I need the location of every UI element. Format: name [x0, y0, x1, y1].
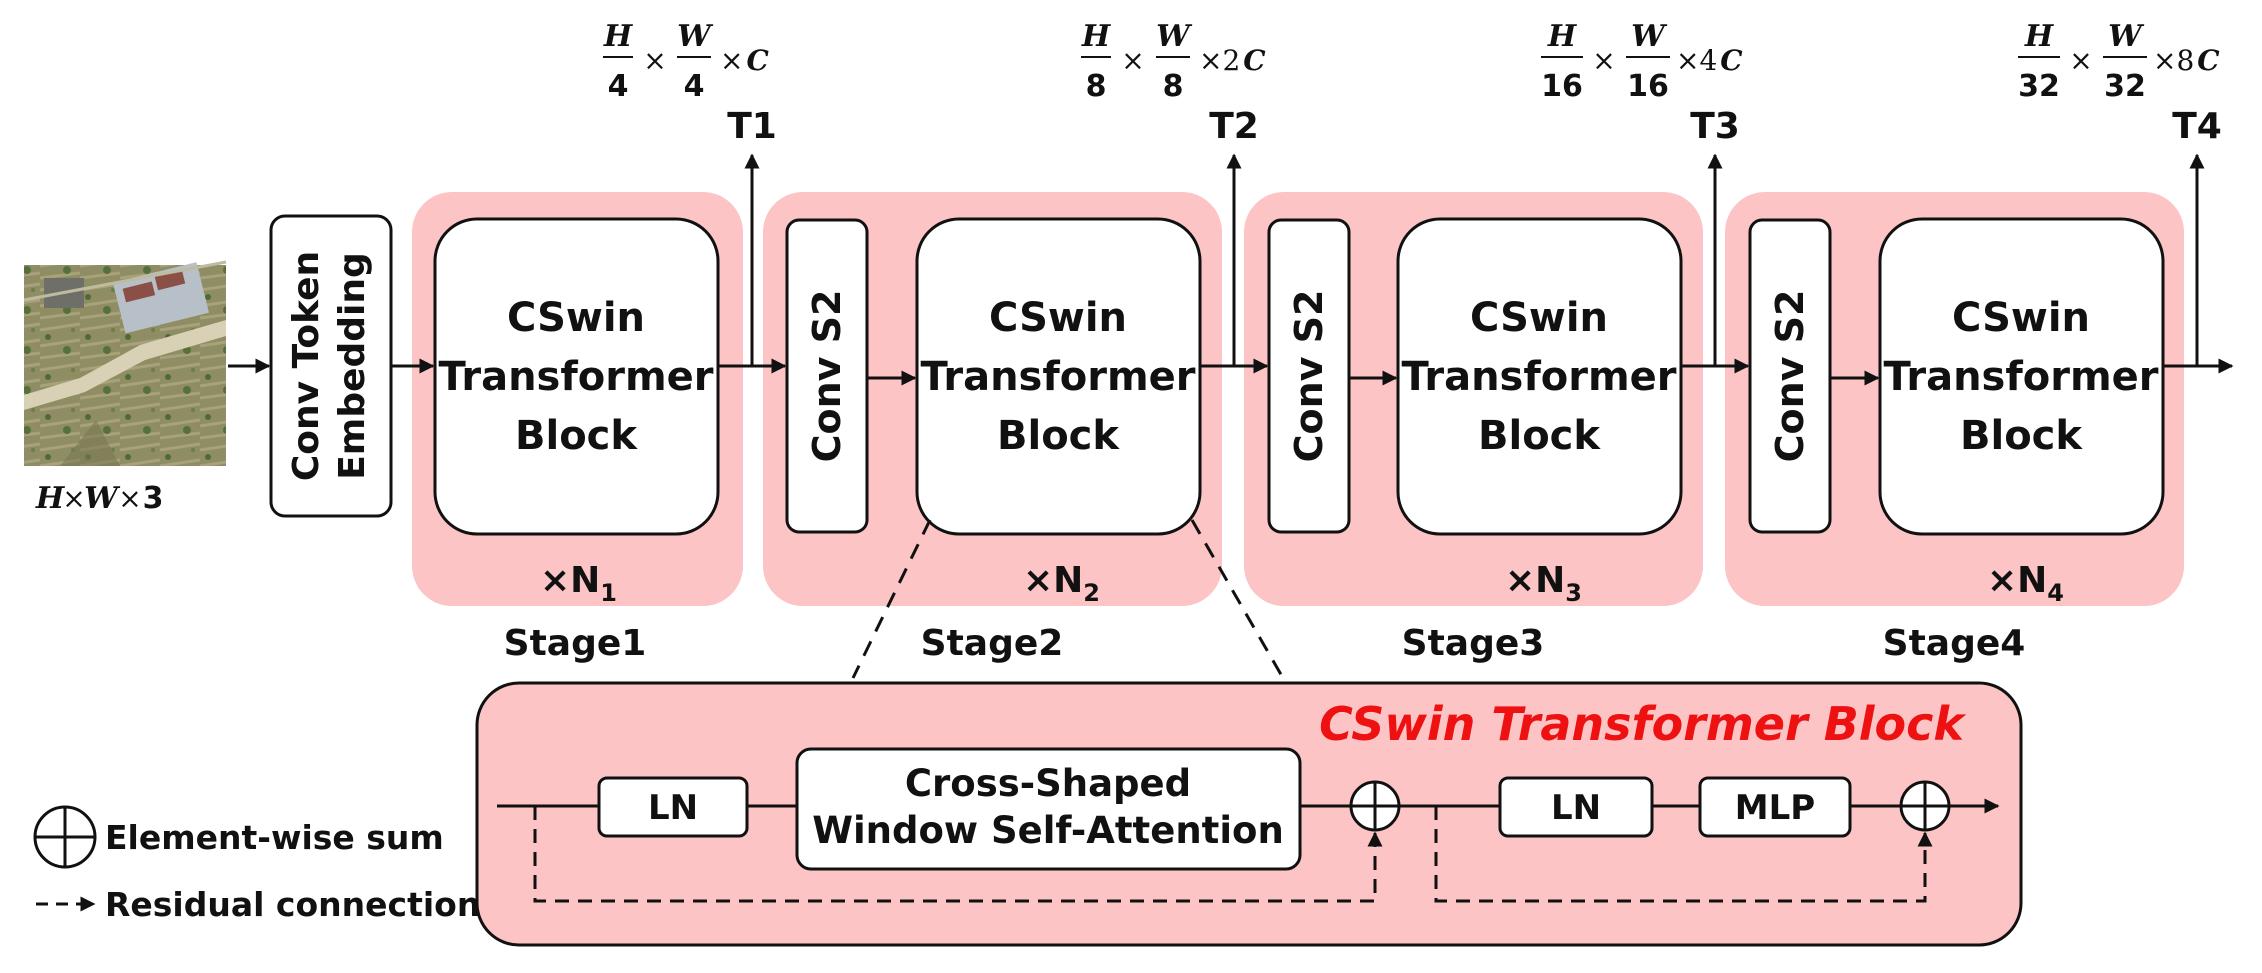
svg-text:×: × — [2069, 44, 2092, 77]
svg-text:16: 16 — [1541, 69, 1583, 104]
output-t2-label: T2 — [1209, 106, 1259, 147]
detail-panel-title: CSwin Transformer Block — [1319, 697, 1966, 751]
svg-text:Transformer: Transformer — [1401, 354, 1676, 400]
svg-text:8: 8 — [1163, 69, 1184, 104]
svg-text:W: W — [1156, 19, 1193, 54]
svg-text:Block: Block — [997, 413, 1120, 459]
stage-3-conv-s2-box: Conv S2 — [1267, 218, 1351, 534]
svg-text:CSwin: CSwin — [1952, 295, 2090, 341]
attention-box: Cross-Shaped Window Self-Attention — [795, 747, 1302, 871]
svg-text:H: H — [1547, 19, 1578, 54]
conv-token-embedding-box: Conv Token Embedding — [269, 214, 393, 518]
stage-4-conv-label: Conv S2 — [1768, 290, 1812, 463]
svg-text:LN: LN — [1551, 788, 1601, 828]
embedding-line-1: Conv Token — [286, 251, 327, 481]
input-shape-channels: 3 — [143, 481, 164, 516]
svg-text:MLP: MLP — [1735, 788, 1815, 828]
svg-text:LN: LN — [648, 788, 698, 828]
svg-text:×4C: ×4C — [1676, 44, 1743, 77]
stage-1-repeat-count: ×N1 — [540, 560, 617, 607]
svg-text:Cross-Shaped: Cross-Shaped — [905, 762, 1191, 805]
output-t3-label: T3 — [1690, 106, 1740, 147]
svg-text:CSwin: CSwin — [507, 295, 645, 341]
svg-text:×2C: ×2C — [1199, 44, 1266, 77]
svg-text:×: × — [1121, 44, 1144, 77]
legend-sum-icon — [33, 805, 97, 869]
stage-4-cswin-block: CSwin Transformer Block — [1878, 217, 2165, 536]
stage-1-resolution-formula: H 4 × W 4 ×C — [603, 19, 770, 104]
svg-text:Block: Block — [1478, 413, 1601, 459]
stage-1-cswin-block: CSwin Transformer Block — [433, 217, 720, 536]
svg-text:8: 8 — [1086, 69, 1107, 104]
stage-4-conv-s2-box: Conv S2 — [1748, 218, 1832, 534]
svg-text:Transformer: Transformer — [920, 354, 1195, 400]
svg-text:×: × — [643, 44, 666, 77]
legend: Element-wise sum Residual connection — [33, 805, 480, 924]
input-aerial-image — [23, 260, 227, 466]
stage-3-conv-label: Conv S2 — [1287, 290, 1331, 463]
svg-text:W: W — [677, 19, 714, 54]
ln-box-2: LN — [1498, 776, 1654, 838]
stage-2-repeat-count: ×N2 — [1023, 560, 1100, 607]
input-shape-w: W — [84, 481, 121, 516]
output-t4-label: T4 — [2172, 106, 2222, 147]
svg-text:4: 4 — [684, 69, 705, 104]
ln-box-1: LN — [597, 776, 749, 838]
svg-text:×: × — [1592, 44, 1615, 77]
svg-text:Block: Block — [1960, 413, 2083, 459]
embedding-line-2: Embedding — [332, 252, 373, 480]
input-shape-h: H — [35, 481, 66, 516]
svg-text:H: H — [2024, 19, 2055, 54]
svg-text:H: H — [1081, 19, 1112, 54]
svg-text:4: 4 — [608, 69, 629, 104]
svg-text:32: 32 — [2104, 69, 2146, 104]
input-shape-sep-1: × — [62, 482, 85, 515]
svg-text:W: W — [2108, 19, 2145, 54]
svg-text:Window Self-Attention: Window Self-Attention — [812, 809, 1284, 852]
svg-text:CSwin: CSwin — [989, 295, 1127, 341]
svg-text:CSwin: CSwin — [1470, 295, 1608, 341]
stage-3-cswin-block: CSwin Transformer Block — [1396, 217, 1683, 536]
svg-text:×C: ×C — [720, 44, 769, 77]
legend-sum-label: Element-wise sum — [105, 818, 444, 857]
stage-3-repeat-count: ×N3 — [1505, 560, 1582, 607]
svg-text:Transformer: Transformer — [1883, 354, 2158, 400]
stage-2-conv-s2-box: Conv S2 — [785, 218, 869, 534]
zoom-dashed-lines — [851, 519, 1285, 679]
svg-text:×8C: ×8C — [2153, 44, 2220, 77]
svg-text:32: 32 — [2018, 69, 2060, 104]
stage-4-repeat-count: ×N4 — [1987, 560, 2064, 607]
stage-3-label: Stage3 — [1402, 623, 1545, 664]
svg-text:16: 16 — [1627, 69, 1669, 104]
output-t1-label: T1 — [727, 106, 777, 147]
stage-2-cswin-block: CSwin Transformer Block — [915, 217, 1202, 536]
stage-2-label: Stage2 — [921, 623, 1064, 664]
svg-text:W: W — [1631, 19, 1668, 54]
element-wise-sum-icon — [1349, 780, 1401, 832]
element-wise-sum-icon — [1899, 780, 1951, 832]
input-shape-sep-2: × — [118, 482, 141, 515]
main-flow-arrows — [228, 153, 2234, 386]
legend-residual-label: Residual connection — [105, 885, 480, 924]
svg-text:Transformer: Transformer — [438, 354, 713, 400]
stage-1-label: Stage1 — [504, 623, 647, 664]
detail-residual-dashed-lines — [533, 806, 1933, 903]
svg-text:Block: Block — [515, 413, 638, 459]
mlp-box: MLP — [1698, 776, 1852, 838]
stage-2-conv-label: Conv S2 — [805, 290, 849, 463]
svg-text:H: H — [603, 19, 634, 54]
stage-4-label: Stage4 — [1883, 623, 2026, 664]
